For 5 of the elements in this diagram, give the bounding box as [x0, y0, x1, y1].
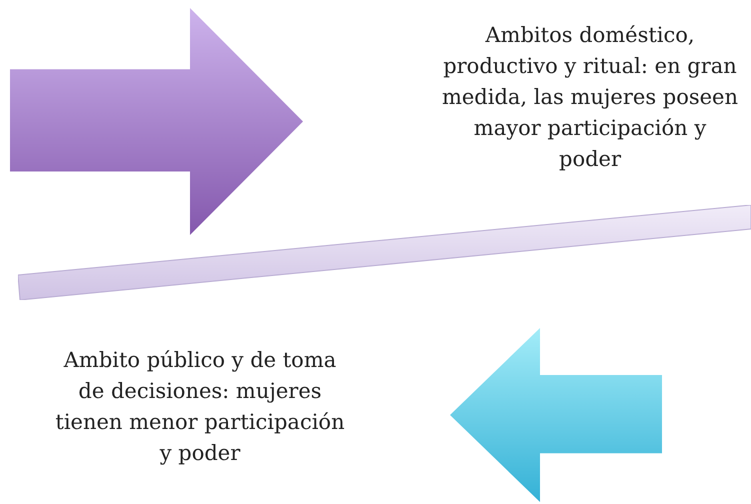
description-text: Ambitos doméstico, productivo y ritual: en gran medida, las mujeres poseen mayor participación y poder: [440, 22, 740, 173]
description-text: Ambito público y de toma de decisiones: mujeres tienen menor participación y poder: [54, 347, 346, 467]
balance-beam: [18, 205, 751, 300]
block-arrow: [10, 8, 303, 235]
block-arrow: [450, 328, 662, 502]
